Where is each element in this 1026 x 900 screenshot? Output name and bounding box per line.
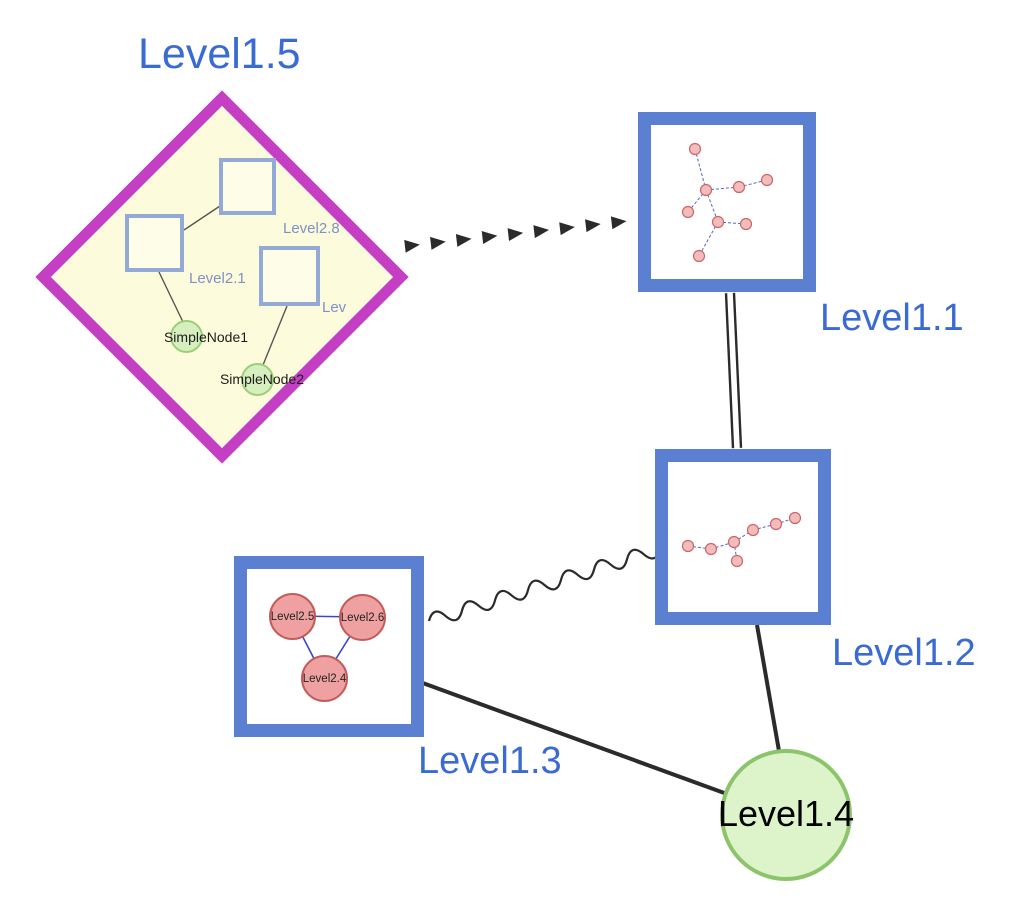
level1-1-graph-node[interactable] [699, 183, 713, 197]
edge-level1-2-to-level1-4[interactable] [755, 624, 781, 752]
node-level1-1-group[interactable] [638, 112, 816, 292]
node-level1-2-group[interactable] [655, 449, 831, 625]
label-level1-3: Level1.3 [418, 740, 562, 782]
label-simplenode1: SimpleNode1 [163, 329, 249, 345]
node-level2-clipped[interactable] [259, 246, 320, 306]
node-level2-4[interactable]: Level2.4 [301, 655, 348, 702]
level1-1-graph-node[interactable] [681, 205, 695, 219]
node-simplenode1[interactable] [170, 320, 203, 353]
label-level2-6: Level2.6 [340, 611, 385, 624]
label-level2-5: Level2.5 [270, 610, 315, 623]
level1-2-graph-node[interactable] [788, 511, 802, 525]
label-level1-4: Level1.4 [717, 793, 855, 834]
label-level2-clipped: Lev [322, 299, 347, 316]
level1-1-graph-edge[interactable] [698, 221, 719, 257]
edge-level1-5-to-level1-1[interactable] [481, 231, 498, 244]
node-level2-5[interactable]: Level2.5 [269, 593, 316, 640]
level1-2-graph-node[interactable] [769, 517, 783, 531]
label-level2-4: Level2.4 [302, 672, 347, 685]
edge-level1-3-to-level1-4[interactable] [419, 680, 728, 796]
edge-level1-5-to-level1-1[interactable] [610, 216, 627, 230]
label-level1-2: Level1.2 [832, 632, 976, 674]
label-simplenode2: SimpleNode2 [219, 371, 305, 387]
edge-level1-1-to-level1-2[interactable] [732, 292, 743, 448]
diamond-edge-3[interactable] [262, 305, 288, 366]
node-simplenode2[interactable] [241, 363, 274, 396]
level1-2-graph-node[interactable] [730, 554, 744, 568]
node-level1-3-group[interactable] [234, 556, 424, 737]
edge-level1-5-to-level1-1[interactable] [533, 225, 550, 239]
level1-2-graph-edge[interactable] [752, 523, 777, 531]
diamond-edge-2[interactable] [158, 271, 184, 323]
node-level2-8[interactable] [219, 158, 276, 215]
label-level2-1: Level2.1 [189, 270, 246, 287]
diamond-edge-1[interactable] [183, 205, 221, 231]
level1-2-graph-edge[interactable] [733, 529, 754, 543]
edge-level1-5-to-level1-1[interactable] [559, 222, 575, 236]
level1-2-graph-edge[interactable] [687, 545, 712, 550]
node-level2-6[interactable]: Level2.6 [339, 594, 386, 641]
edge-level1-5-to-level1-1[interactable] [585, 219, 601, 233]
level1-2-graph-node[interactable] [727, 535, 741, 549]
edge-level1-5-to-level1-1[interactable] [430, 236, 446, 250]
level1-1-graph-node[interactable] [692, 249, 706, 263]
level1-1-graph-node[interactable] [732, 180, 746, 194]
level1-1-graph-node[interactable] [711, 215, 725, 229]
label-level2-8: Level2.8 [283, 220, 340, 237]
level1-1-graph-node[interactable] [739, 217, 753, 231]
node-level2-1[interactable] [125, 214, 184, 272]
edge-level1-3-to-level1-2[interactable] [427, 548, 662, 622]
label-level1-5: Level1.5 [138, 30, 301, 78]
level1-2-graph-node[interactable] [704, 542, 718, 556]
level1-1-graph-node[interactable] [760, 173, 774, 187]
edge-level1-5-to-level1-1[interactable] [455, 233, 472, 247]
level1-1-graph-node[interactable] [688, 142, 702, 156]
edge-level1-5-to-level1-1[interactable] [404, 239, 420, 253]
level1-2-graph-node[interactable] [681, 539, 695, 553]
level1-2-graph-node[interactable] [746, 523, 760, 537]
label-level1-1: Level1.1 [820, 297, 964, 339]
level1-1-graph-edge[interactable] [694, 148, 707, 191]
edge-level1-5-to-level1-1[interactable] [507, 228, 524, 242]
node-level1-4[interactable] [720, 749, 852, 881]
edge-level1-1-to-level1-2[interactable] [724, 293, 735, 449]
